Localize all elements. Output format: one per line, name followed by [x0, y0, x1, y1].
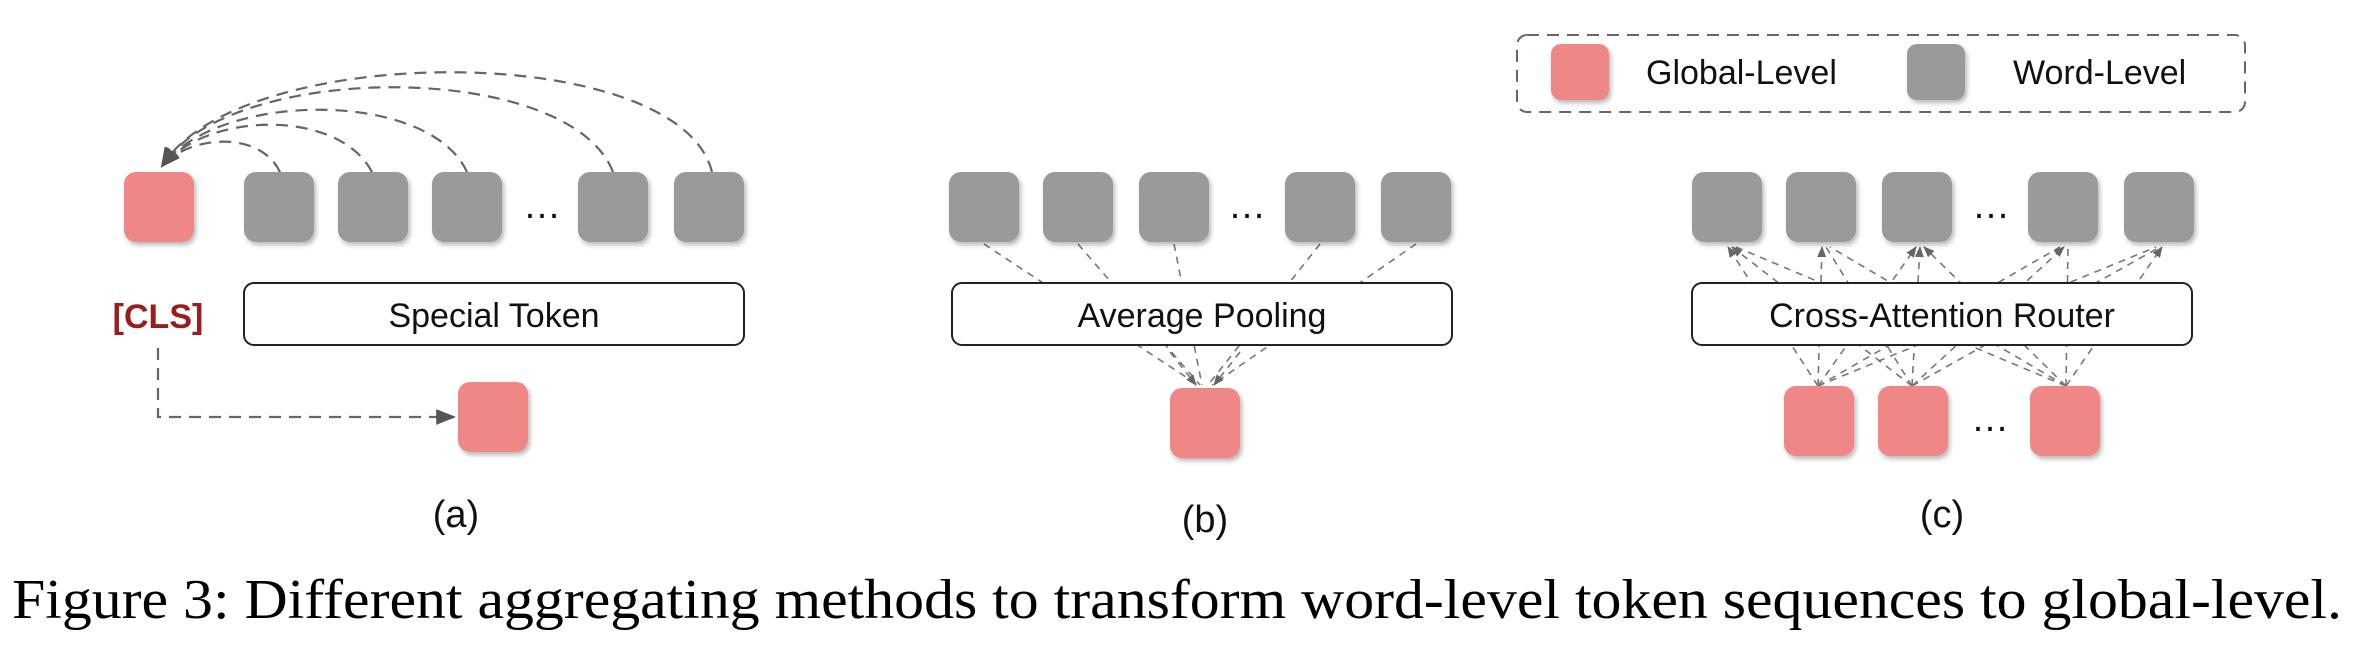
attention-arc-2: [160, 123, 373, 173]
word-token: [2028, 172, 2098, 242]
panel-a: … [CLS] Special Token (a): [113, 71, 745, 536]
cls-token: [124, 172, 194, 242]
global-query-token: [1784, 386, 1854, 456]
global-output-token: [1170, 388, 1240, 458]
cls-output-arrow: [156, 348, 456, 425]
legend-global-swatch: [1551, 44, 1609, 100]
global-query-token: [2030, 386, 2100, 456]
ellipsis: …: [1971, 398, 2009, 440]
word-token: [432, 172, 502, 242]
special-token-box: [243, 282, 745, 346]
word-token: [1043, 172, 1113, 242]
word-token: [1786, 172, 1856, 242]
ellipsis: …: [523, 185, 561, 227]
panel-c: Global-Level Word-Level … Cros: [1516, 34, 2246, 536]
panel-b: … Average Pooling (b): [949, 172, 1453, 541]
word-token: [1692, 172, 1762, 242]
average-pooling-label: Average Pooling: [1078, 297, 1327, 335]
attention-arc-3: [160, 108, 469, 173]
ellipsis: …: [1228, 185, 1266, 227]
pool-line: [1207, 243, 1321, 386]
sublabel-c: (c): [1920, 494, 1964, 536]
global-query-token: [1878, 386, 1948, 456]
word-token: [1139, 172, 1209, 242]
cross-attention-router-label: Cross-Attention Router: [1769, 297, 2115, 335]
legend-global-label: Global-Level: [1646, 54, 1837, 92]
word-token: [338, 172, 408, 242]
sublabel-a: (a): [433, 494, 479, 536]
word-token: [674, 172, 744, 242]
word-token: [1882, 172, 1952, 242]
legend-word-swatch: [1907, 44, 1965, 100]
word-token: [2124, 172, 2194, 242]
global-output-token: [458, 382, 528, 452]
cross-attention-router-box: [1691, 282, 2193, 346]
cls-label: [CLS]: [113, 298, 204, 336]
special-token-label: Special Token: [388, 297, 599, 335]
ellipsis: …: [1972, 185, 2010, 227]
word-token: [244, 172, 314, 242]
word-token: [1285, 172, 1355, 242]
word-token: [1381, 172, 1451, 242]
word-token: [578, 172, 648, 242]
pool-line: [983, 243, 1199, 386]
sublabel-b: (b): [1182, 499, 1228, 541]
word-token: [949, 172, 1019, 242]
figure-caption: Figure 3: Different aggregating methods …: [12, 569, 2342, 631]
attention-arc-4: [160, 86, 615, 173]
legend-box: [1516, 34, 2246, 113]
legend-word-label: Word-Level: [2013, 54, 2186, 92]
average-pooling-box: [951, 282, 1453, 346]
attention-arc-5: [160, 71, 714, 173]
